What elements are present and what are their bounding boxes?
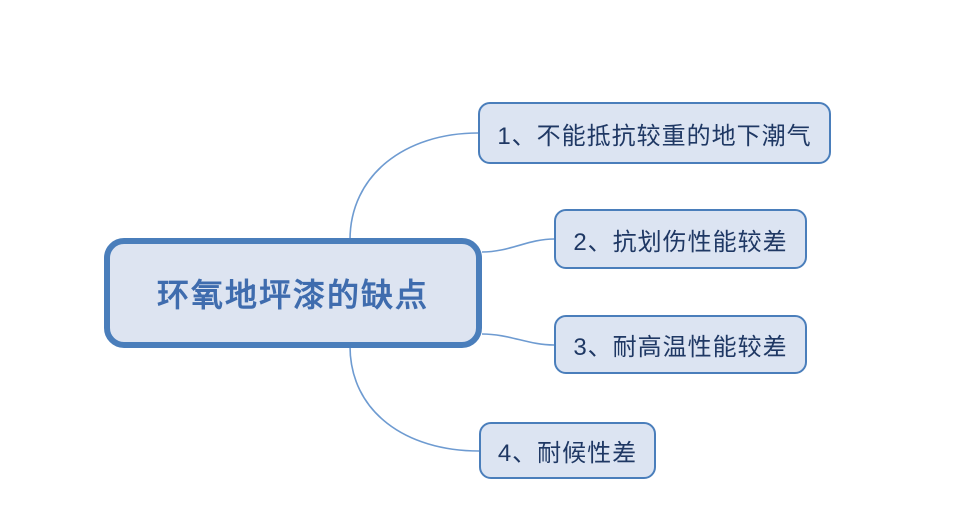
connector-central-to-branch-2 — [481, 238, 555, 253]
branch-node-2-label: 2、抗划伤性能较差 — [573, 228, 788, 256]
branch-node-3-label: 3、耐高温性能较差 — [573, 334, 788, 361]
connector-central-to-branch-1 — [349, 132, 479, 241]
connector-central-to-branch-4 — [349, 345, 480, 452]
branch-node-2[interactable]: 2、抗划伤性能较差 — [554, 209, 807, 269]
central-topic-node[interactable]: 环氧地坪漆的缺点 — [104, 238, 482, 348]
branch-node-4[interactable]: 4、耐候性差 — [479, 422, 656, 479]
branch-node-4-label: 4、耐候性差 — [497, 440, 638, 467]
branch-node-1[interactable]: 1、不能抵抗较重的地下潮气 — [478, 102, 831, 164]
branch-node-1-label: 1、不能抵抗较重的地下潮气 — [497, 122, 812, 150]
central-topic-label: 环氧地坪漆的缺点 — [156, 277, 429, 313]
connector-central-to-branch-3 — [481, 333, 555, 346]
branch-node-3[interactable]: 3、耐高温性能较差 — [554, 315, 807, 374]
